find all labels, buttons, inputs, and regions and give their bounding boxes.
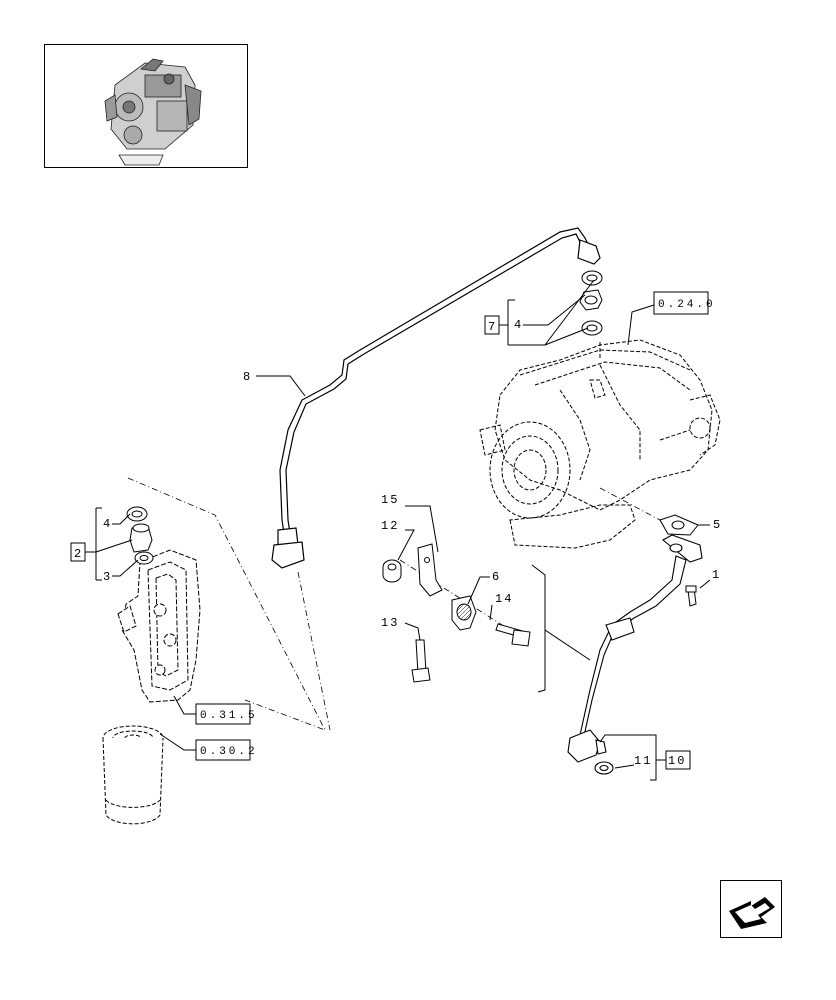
callout-7: 7 <box>488 320 497 334</box>
callout-15: 15 <box>381 493 399 507</box>
callout-11: 11 <box>634 754 652 768</box>
callout-3: 3 <box>103 570 112 584</box>
group-2[interactable]: 2 4 3 <box>70 507 139 584</box>
callout-6: 6 <box>492 570 501 584</box>
filter-reference[interactable]: 0.30.2 <box>195 739 258 761</box>
turbo-reference-leader <box>627 304 655 346</box>
callout-13: 13 <box>381 616 399 630</box>
callout-4-turbo: 4 <box>514 318 523 332</box>
turbo-reference[interactable]: 0.24.0 <box>653 291 716 315</box>
callout-8: 8 <box>243 370 252 384</box>
screw-1 <box>685 585 697 607</box>
filter-reference-label: 0.30.2 <box>200 746 258 758</box>
callout-12: 12 <box>381 519 399 533</box>
bracket-group-line <box>531 564 546 693</box>
oil-drain-pipe <box>567 534 703 775</box>
callout-1: 1 <box>712 568 721 582</box>
oil-filter-head <box>117 549 201 703</box>
callout-14: 14 <box>495 592 513 606</box>
filter-head-reference-label: 0.31.5 <box>200 710 258 722</box>
turbo-reference-label: 0.24.0 <box>658 299 716 311</box>
group-7[interactable]: 7 4 <box>484 279 595 346</box>
turbocharger <box>479 339 721 549</box>
callout-4-filter: 4 <box>103 517 112 531</box>
callout-2: 2 <box>74 547 83 561</box>
filter-head-reference[interactable]: 0.31.5 <box>195 703 258 725</box>
gasket-5 <box>659 514 699 536</box>
alignment-lines <box>127 477 661 731</box>
engine-thumbnail-icon <box>104 58 202 166</box>
callout-8-leader <box>256 375 306 397</box>
engine-thumbnail <box>44 44 248 168</box>
callout-5: 5 <box>713 518 722 532</box>
clip-and-bolts <box>382 543 531 683</box>
callout-10: 10 <box>668 754 686 768</box>
oil-filter <box>102 725 164 825</box>
oil-supply-pipe <box>271 227 601 569</box>
next-page-arrow-icon <box>729 897 775 929</box>
group-10[interactable]: 10 11 <box>599 734 691 781</box>
filter-valve-parts <box>126 506 154 565</box>
callouts-clip-group: 15 12 6 14 13 <box>381 493 513 641</box>
next-page-button[interactable] <box>720 880 782 938</box>
banjo-union-parts <box>579 270 603 336</box>
